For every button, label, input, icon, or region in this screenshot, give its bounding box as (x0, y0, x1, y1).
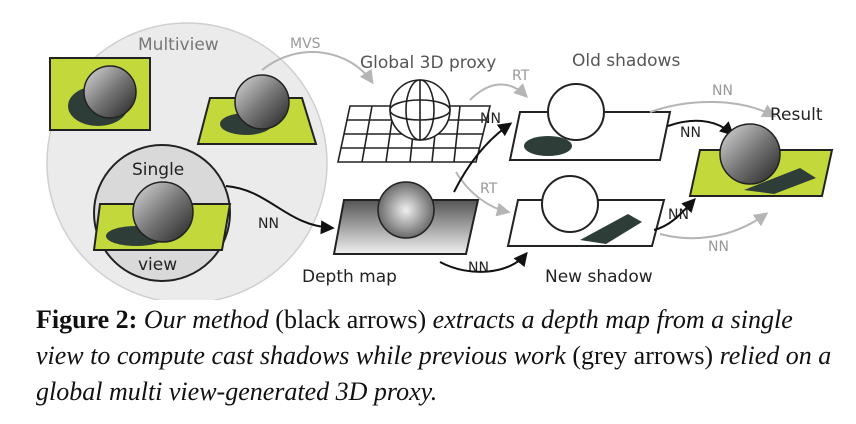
depth-map-image (332, 181, 480, 255)
figure-number: Figure 2: (36, 305, 138, 334)
view-label: view (138, 255, 177, 275)
nn-black-top-arrow (667, 119, 735, 136)
rt-top-arrow (469, 83, 528, 101)
rt-mid-label: RT (480, 181, 498, 197)
nn-depth-to-new-arrow (439, 251, 528, 273)
nn-single-to-depth-label: NN (258, 216, 279, 232)
figure-caption: Figure 2: Our method (black arrows) extr… (36, 302, 836, 410)
new-shadow-label: New shadow (545, 267, 653, 287)
view-image-2 (196, 74, 318, 145)
nn-single-to-depth-arrow (225, 185, 335, 235)
result-label: Result (770, 105, 823, 125)
depth-map-label: Depth map (302, 267, 397, 287)
nn-grey-bottom-arrow (659, 212, 769, 240)
view-image-1 (49, 57, 151, 131)
global-proxy-label: Global 3D proxy (360, 53, 496, 73)
old-shadows-label: Old shadows (572, 51, 680, 71)
multiview-label: Multiview (138, 35, 219, 55)
caption-part-1: Our method (143, 305, 269, 334)
single-label: Single (132, 160, 184, 180)
nn-black-bottom-arrow (653, 197, 696, 231)
global-proxy-grid (337, 79, 492, 163)
caption-part-2: (black arrows) (268, 305, 433, 334)
rt-mid-arrow (455, 171, 511, 217)
nn-black-top-label: NN (680, 125, 701, 141)
caption-part-3: extracts a depth map from a single view … (36, 305, 793, 370)
nn-grey-bottom-label: NN (708, 239, 729, 255)
method-diagram: Multiview Single view MVS Global 3D prox… (46, 22, 834, 300)
single-view-image (92, 181, 232, 251)
nn-depth-to-old-label: NN (480, 111, 501, 127)
mvs-arrow (261, 51, 374, 85)
nn-grey-top-arrow (649, 101, 777, 118)
mvs-label: MVS (290, 36, 321, 52)
rt-top-label: RT (512, 68, 530, 84)
nn-depth-to-new-label: NN (468, 260, 489, 276)
new-shadow-image (506, 175, 666, 247)
nn-grey-top-label: NN (712, 83, 733, 99)
result-image (688, 123, 834, 197)
old-shadows-image (508, 83, 672, 161)
caption-part-4: (grey arrows) (565, 341, 720, 370)
caption-part-5: relied on a global multi view-generated … (36, 341, 832, 406)
nn-depth-to-old-arrow (453, 122, 513, 193)
